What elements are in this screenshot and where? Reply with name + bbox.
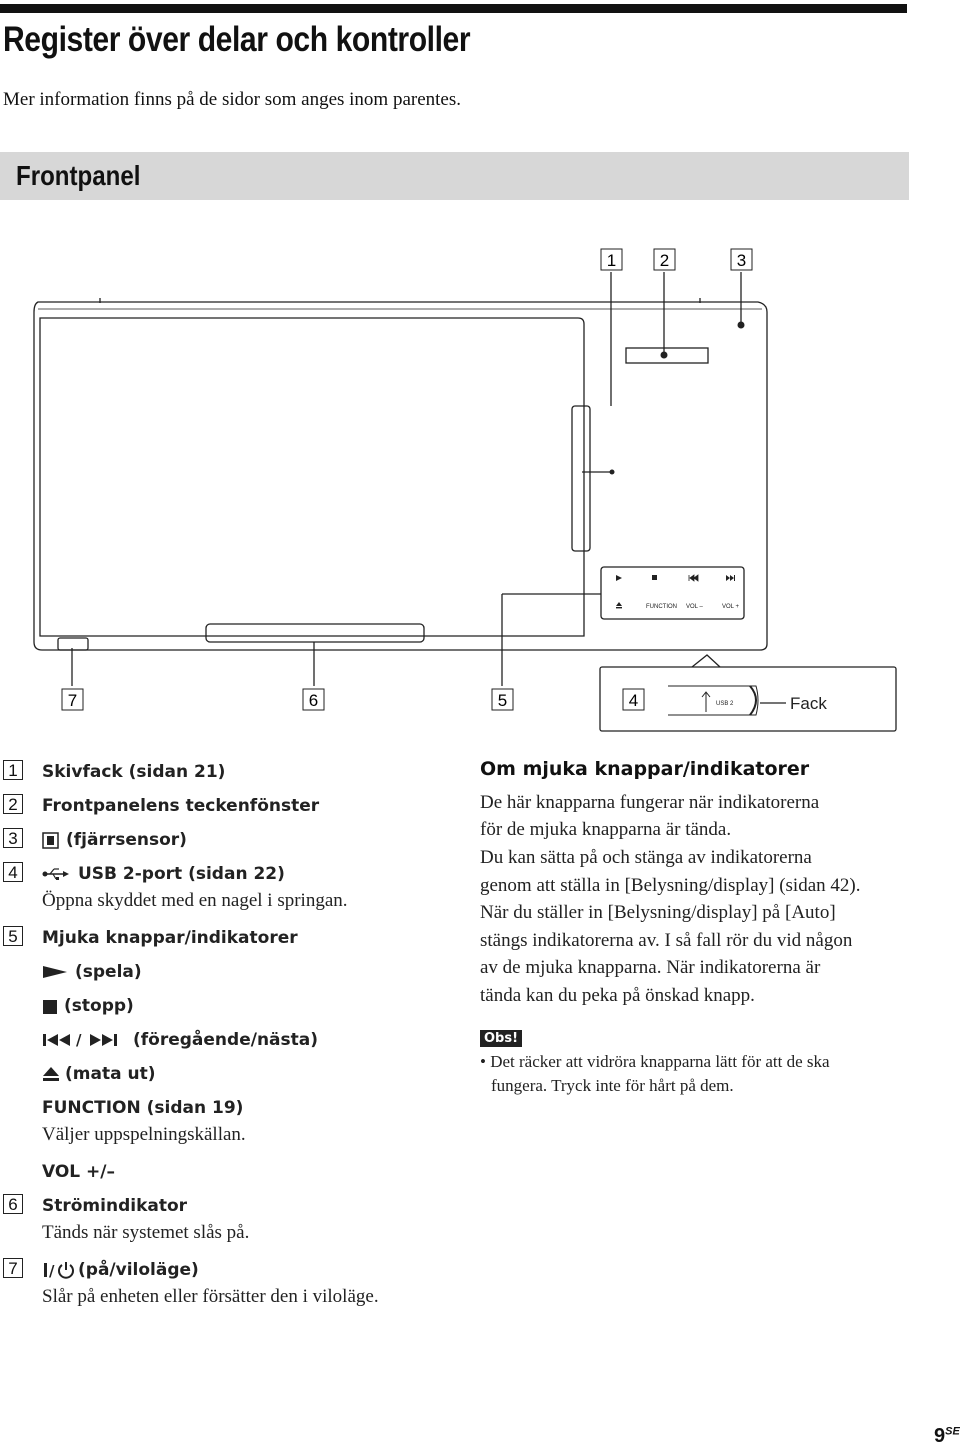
usb-icon [42,868,69,880]
item-number: 1 [3,760,23,780]
eject-icon [43,1067,59,1081]
item-number: 4 [3,862,23,882]
svg-text:5: 5 [498,691,507,710]
item-label: (fjärrsensor) [66,830,187,850]
item-number: 5 [3,926,23,946]
item-label: (på/viloläge) [78,1260,199,1280]
item-label: Skivfack (sidan 21) [42,762,226,782]
paragraph-line: När du ställer in [Belysning/display] på… [480,902,836,923]
section-header: Frontpanel [0,152,909,200]
play-icon [43,966,67,978]
paragraph-line: för de mjuka knapparna är tända. [480,819,732,840]
soft-buttons-heading: Om mjuka knappar/indikatorer [480,758,810,780]
item-description: Tänds när systemet slås på. [42,1222,250,1243]
page-number: 9SE [934,1425,960,1447]
panel-vol-plus-label: VOL + [722,604,739,610]
note-line: • Det räcker att vidröra knapparna lätt … [480,1052,830,1071]
stop-icon [43,1000,57,1014]
paragraph-line: genom att ställa in [Belysning/display] … [480,875,861,896]
paragraph-line: stängs indikatorerna av. I så fall rör d… [480,930,853,951]
svg-text:7: 7 [68,691,77,710]
front-panel-diagram: 1 2 3 7 6 5 4 FUNCTION VOL – VOL + USB 2… [33,248,897,732]
item-label: Frontpanelens teckenfönster [42,796,320,816]
item-label: (mata ut) [65,1064,156,1084]
panel-function-label: FUNCTION [646,604,677,610]
item-label: FUNCTION (sidan 19) [42,1098,244,1118]
section-title: Frontpanel [16,160,141,191]
callouts-top: 1 2 3 7 6 5 4 [61,248,753,711]
remote-sensor-icon [42,832,59,849]
page-subtitle: Mer information finns på de sidor som an… [3,89,462,110]
svg-text:2: 2 [660,251,669,270]
svg-text:/: / [76,1033,82,1047]
paragraph-line: tända kan du peka på önskad knapp. [480,985,755,1006]
note-line: fungera. Tryck inte för hårt på dem. [491,1076,734,1095]
prev-next-icon: / [43,1033,117,1047]
paragraph-line: De här knapparna fungerar när indikatore… [480,792,820,813]
svg-text:/: / [49,1262,55,1279]
item-number: 3 [3,828,23,848]
item-description: Slår på enheten eller försätter den i vi… [42,1286,379,1307]
item-number: 7 [3,1258,23,1278]
panel-usb-label: USB 2 [716,701,734,707]
paragraph-line: Du kan sätta på och stänga av indikatore… [480,847,812,868]
item-description: Väljer uppspelningskällan. [42,1124,246,1145]
item-label: (föregående/nästa) [133,1030,318,1050]
item-label: USB 2-port (sidan 22) [78,864,285,884]
paragraph-line: av de mjuka knapparna. När indikatorerna… [480,957,821,978]
top-rule [0,4,907,13]
svg-text:3: 3 [737,251,746,270]
note-badge: Obs! [480,1030,523,1047]
item-number: 2 [3,794,23,814]
svg-text:4: 4 [629,691,638,710]
panel-vol-minus-label: VOL – [686,604,703,610]
page-title: Register över delar och kontroller [3,20,471,59]
item-label: VOL +/– [42,1162,116,1182]
svg-text:1: 1 [607,251,616,270]
power-icon: / [44,1262,74,1279]
item-number: 6 [3,1194,23,1214]
item-label: (spela) [75,962,142,982]
item-label: Strömindikator [42,1196,188,1216]
item-label: Mjuka knappar/indikatorer [42,928,298,948]
page-suffix: SE [945,1425,960,1438]
svg-text:6: 6 [309,691,318,710]
item-description: Öppna skyddet med en nagel i springan. [42,890,348,911]
item-label: (stopp) [64,996,134,1016]
fack-label: Fack [790,694,827,713]
